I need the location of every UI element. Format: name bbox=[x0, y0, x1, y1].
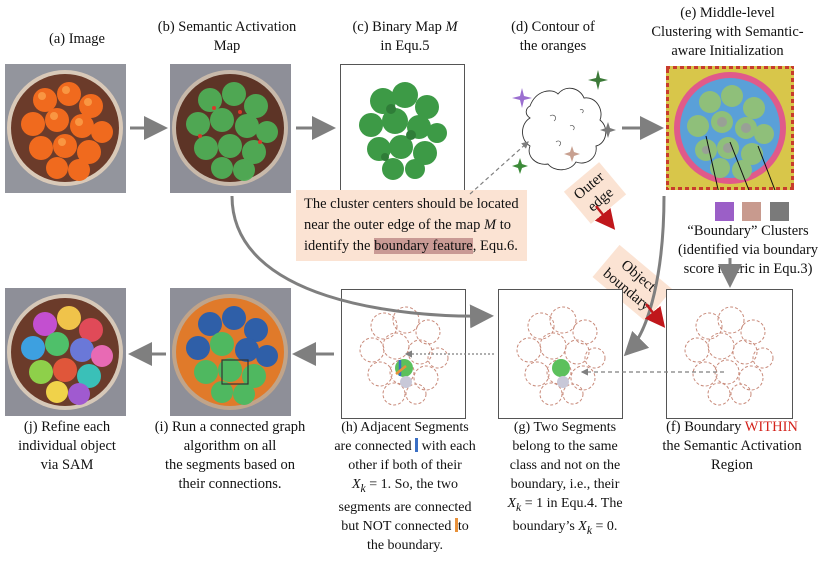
within-emphasis: WITHIN bbox=[744, 419, 798, 435]
image-a-oranges bbox=[5, 64, 126, 193]
pink-star-icon bbox=[564, 146, 580, 162]
caption-h: (h) Adjacent Segments are connected with… bbox=[334, 420, 476, 553]
boundary-cluster-swatch-pink bbox=[742, 202, 761, 221]
gray-star-icon bbox=[600, 122, 616, 138]
caption-d: (d) Contour of the oranges bbox=[511, 19, 595, 54]
caption-b: (b) Semantic Activation Map bbox=[157, 19, 297, 54]
green-star-icon-2 bbox=[512, 158, 528, 174]
image-e-clustering bbox=[666, 66, 794, 190]
caption-boundary-clusters: “Boundary” Clusters (identified via boun… bbox=[677, 223, 819, 277]
caption-i: (i) Run a connected graph algorithm on a… bbox=[154, 419, 306, 492]
green-star-icon bbox=[588, 70, 608, 90]
caption-f: (f) Boundary WITHIN the Semantic Activat… bbox=[662, 419, 802, 473]
caption-a: (a) Image bbox=[49, 31, 105, 47]
boundary-cluster-swatch-purple bbox=[715, 202, 734, 221]
caption-c: (c) Binary Map M in Equ.5 bbox=[352, 19, 458, 54]
note-cluster-centers: The cluster centers should be located ne… bbox=[296, 190, 527, 261]
caption-e: (e) Middle-level Clustering with Semanti… bbox=[651, 5, 804, 59]
caption-j: (j) Refine each individual object via SA… bbox=[18, 419, 116, 473]
image-j-sam-refined bbox=[5, 288, 126, 416]
blue-connection-icon bbox=[415, 438, 419, 452]
panel-f-boundary-within bbox=[666, 289, 793, 419]
orange-connection bbox=[395, 365, 407, 375]
image-b-activation-map bbox=[170, 64, 291, 193]
image-d-contour bbox=[500, 66, 625, 186]
panel-g-two-segments bbox=[498, 289, 623, 419]
boundary-cluster-swatch-gray bbox=[770, 202, 789, 221]
orange-connection-icon bbox=[454, 517, 458, 532]
image-i-connected-graph bbox=[170, 288, 291, 416]
purple-star-icon bbox=[512, 88, 532, 108]
boundary-feature-highlight: boundary feature bbox=[374, 238, 473, 254]
panel-h-adjacent-segments bbox=[341, 289, 466, 419]
panel-c-binary-map bbox=[340, 64, 465, 194]
caption-g: (g) Two Segments belong to the same clas… bbox=[507, 420, 623, 537]
